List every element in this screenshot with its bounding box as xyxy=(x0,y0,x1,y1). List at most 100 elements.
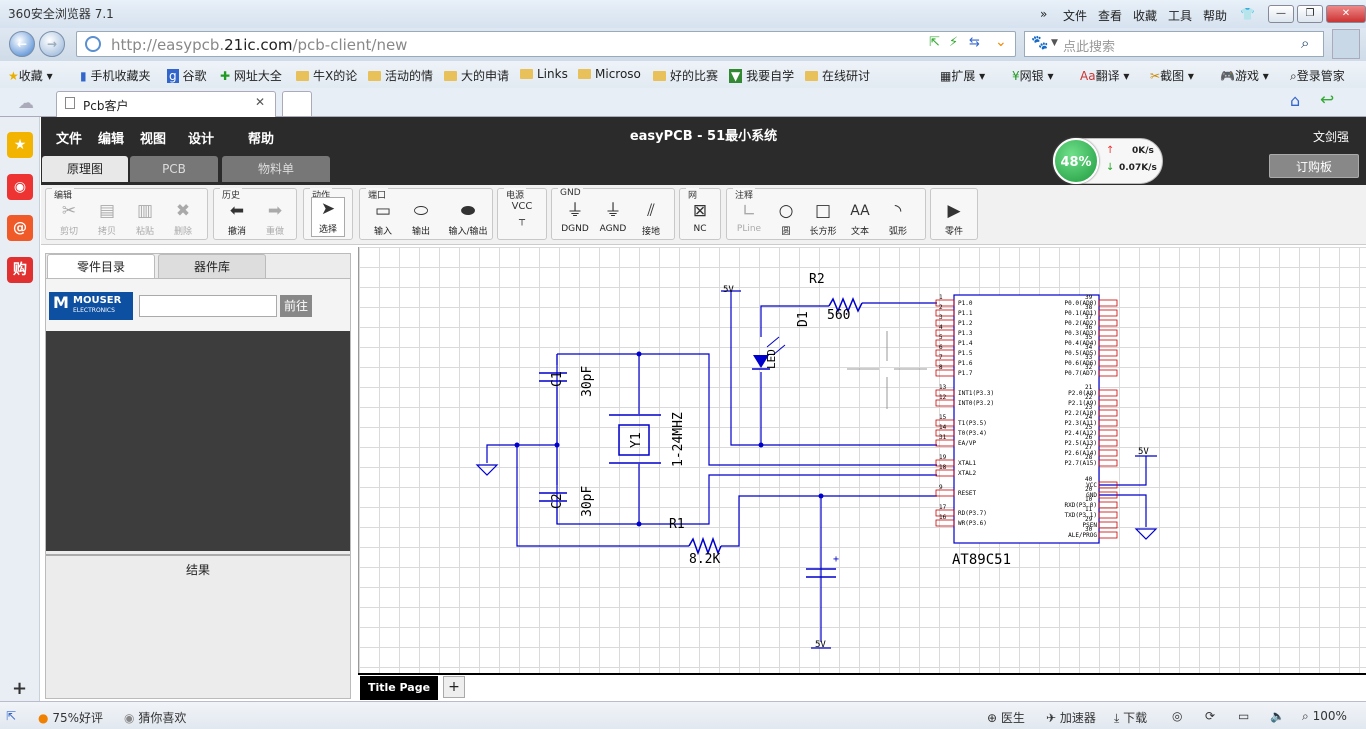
double-chevron-icon[interactable]: » xyxy=(1040,7,1048,21)
menu-tools[interactable]: 工具 xyxy=(1168,9,1193,23)
accelerator-button[interactable]: ✈ 加速器 xyxy=(1046,711,1096,725)
shopping-icon[interactable]: 购 xyxy=(7,257,33,283)
bookmark-folder-3[interactable]: 大的申请 xyxy=(444,67,509,84)
app-menu-edit[interactable]: 编辑 xyxy=(98,132,125,147)
order-board-button[interactable]: 订购板 xyxy=(1269,154,1359,178)
copy-button[interactable]: ▤拷贝 xyxy=(90,200,124,237)
parts-list-area[interactable] xyxy=(46,331,350,551)
download-button[interactable]: ⤓ 下载 xyxy=(1114,711,1148,725)
forward-button[interactable]: → xyxy=(39,31,65,57)
bookmark-folder-links[interactable]: Links xyxy=(520,67,568,81)
zoom-control[interactable]: ⌕ 100% xyxy=(1302,709,1347,723)
refresh-ie-icon[interactable]: ⟳ xyxy=(1205,709,1216,723)
bookmark-urlnav[interactable]: ✚ 网址大全 xyxy=(220,69,282,83)
search-box[interactable]: 🐾 ▼ 点此搜索 ⌕ xyxy=(1024,31,1324,57)
paw-icon[interactable]: 🐾 xyxy=(1031,35,1049,51)
menu-view[interactable]: 查看 xyxy=(1098,9,1123,23)
sidebar-add-icon[interactable]: + xyxy=(12,678,28,699)
tab-parts-catalog[interactable]: 零件目录 xyxy=(47,254,155,278)
favorites-star-icon[interactable]: ★ xyxy=(7,132,33,158)
window-icon[interactable]: ▭ xyxy=(1238,709,1250,723)
bookmark-folder-4[interactable]: 好的比赛 xyxy=(653,67,718,84)
nc-button[interactable]: ⊠NC xyxy=(683,200,717,234)
circle-button[interactable]: ○圆 xyxy=(769,200,803,237)
close-window-button[interactable]: ✕ xyxy=(1326,5,1366,23)
mouser-go-button[interactable]: 前往 xyxy=(280,295,312,317)
mail-icon[interactable]: @ xyxy=(7,215,33,241)
arc-button[interactable]: ◝弧形 xyxy=(881,200,915,237)
rating[interactable]: ● 75%好评 xyxy=(38,711,103,725)
mouser-search-input[interactable] xyxy=(139,295,277,317)
bookmark-folder-2[interactable]: 活动的情 xyxy=(368,67,433,84)
rect-button[interactable]: □长方形 xyxy=(806,200,840,237)
shirt-icon[interactable]: 👕 xyxy=(1240,7,1255,21)
ebank-button[interactable]: ¥网银 ▾ xyxy=(1012,69,1054,83)
bookmark-self-study[interactable]: ▼ 我要自学 xyxy=(729,69,795,83)
app-menu-file[interactable]: 文件 xyxy=(56,132,83,147)
redo-button[interactable]: ➡重做 xyxy=(258,200,292,237)
minimize-button[interactable]: — xyxy=(1268,5,1294,23)
earth-button[interactable]: ⫽接地 xyxy=(634,200,668,237)
search-icon[interactable]: ⌕ xyxy=(1301,34,1310,52)
bookmark-add-icon[interactable]: ⇱ xyxy=(929,35,940,50)
undo-close-icon[interactable]: ↩ xyxy=(1320,90,1335,110)
select-button[interactable]: ➤选择 xyxy=(311,197,345,237)
login-manager-button[interactable]: ⌕登录管家 xyxy=(1290,69,1345,83)
bookmark-folder-1[interactable]: 牛X的论 xyxy=(296,67,357,84)
port-output-button[interactable]: ⬭输出 xyxy=(404,200,438,237)
port-inout-button[interactable]: ⬬输入/输出 xyxy=(448,201,488,237)
engine-dropdown-icon[interactable]: ▼ xyxy=(1051,38,1058,48)
parts-button[interactable]: ▶零件 xyxy=(937,200,971,237)
guess-you-like[interactable]: ◉ 猜你喜欢 xyxy=(124,711,187,725)
bookmark-google[interactable]: g 谷歌 xyxy=(167,69,207,83)
bookmark-folder-5[interactable]: 在线研讨 xyxy=(805,67,870,84)
glasses-icon[interactable]: ◎ xyxy=(1172,709,1183,723)
app-menu-help[interactable]: 帮助 xyxy=(248,132,275,147)
page-tab-title[interactable]: Title Page xyxy=(360,676,438,700)
vcc-button[interactable]: VCC┬ xyxy=(505,200,539,226)
maximize-button[interactable]: ❐ xyxy=(1297,5,1323,23)
tab-close-icon[interactable]: ✕ xyxy=(255,95,266,109)
tab-bom[interactable]: 物料单 xyxy=(222,156,330,182)
translate-button[interactable]: Aa翻译 ▾ xyxy=(1080,69,1130,83)
doctor-button[interactable]: ⊕ 医生 xyxy=(987,711,1025,725)
bookmark-mobile[interactable]: ▮ 手机收藏夹 xyxy=(80,69,151,83)
chevron-down-icon[interactable]: ⌄ xyxy=(995,34,1007,50)
cut-button[interactable]: ✂剪切 xyxy=(52,200,86,237)
address-bar[interactable]: http://easypcb.21ic.com/pcb-client/new ⇱… xyxy=(76,31,1016,57)
add-page-button[interactable]: + xyxy=(443,676,465,698)
chip-at89c51[interactable] xyxy=(953,294,1100,544)
tab-pcb[interactable]: PCB xyxy=(130,156,218,182)
expand-icon[interactable]: ⇱ xyxy=(6,709,17,723)
screenshot-button[interactable]: ✂截图 ▾ xyxy=(1150,69,1194,83)
network-speed-widget[interactable]: 48% ↑ 0K/s ↓ 0.07K/s xyxy=(1053,138,1163,184)
menu-favorites[interactable]: 收藏 xyxy=(1133,9,1158,23)
user-name[interactable]: 文剑强 xyxy=(1313,130,1350,144)
tab-device-library[interactable]: 器件库 xyxy=(158,254,266,278)
browser-tab-active[interactable]: Pcb客户 ✕ xyxy=(56,91,276,117)
app-menu-view[interactable]: 视图 xyxy=(140,132,167,147)
cloud-icon[interactable]: ☁ xyxy=(18,93,34,112)
pline-button[interactable]: ∟PLine xyxy=(732,200,766,234)
lightning-icon[interactable]: ⚡ xyxy=(949,35,959,50)
menu-file[interactable]: 文件 xyxy=(1063,9,1088,23)
schematic-svg[interactable]: 1P1.02P1.13P1.24P1.35P1.46P1.57P1.68P1.7… xyxy=(359,247,1366,673)
weibo-icon[interactable]: ◉ xyxy=(7,174,33,200)
new-tab-button[interactable] xyxy=(282,91,312,117)
dgnd-button[interactable]: ⏚DGND xyxy=(558,200,592,234)
bookmark-folder-microsoft[interactable]: Microso xyxy=(578,67,641,81)
undo-button[interactable]: ⬅撤消 xyxy=(220,200,254,237)
bookmark-favorites[interactable]: ★收藏 ▾ xyxy=(8,69,53,83)
agnd-button[interactable]: ⏚AGND xyxy=(596,200,630,234)
back-button[interactable]: ← xyxy=(9,31,35,57)
delete-button[interactable]: ✖删除 xyxy=(166,200,200,237)
refresh-icon[interactable]: ⇆ xyxy=(969,35,980,50)
games-button[interactable]: 🎮游戏 ▾ xyxy=(1220,69,1269,83)
tab-schematic[interactable]: 原理图 xyxy=(42,156,128,182)
app-menu-design[interactable]: 设计 xyxy=(188,132,215,147)
avatar[interactable] xyxy=(1332,29,1360,59)
port-input-button[interactable]: ▭输入 xyxy=(366,200,400,237)
paste-button[interactable]: ▥粘贴 xyxy=(128,200,162,237)
